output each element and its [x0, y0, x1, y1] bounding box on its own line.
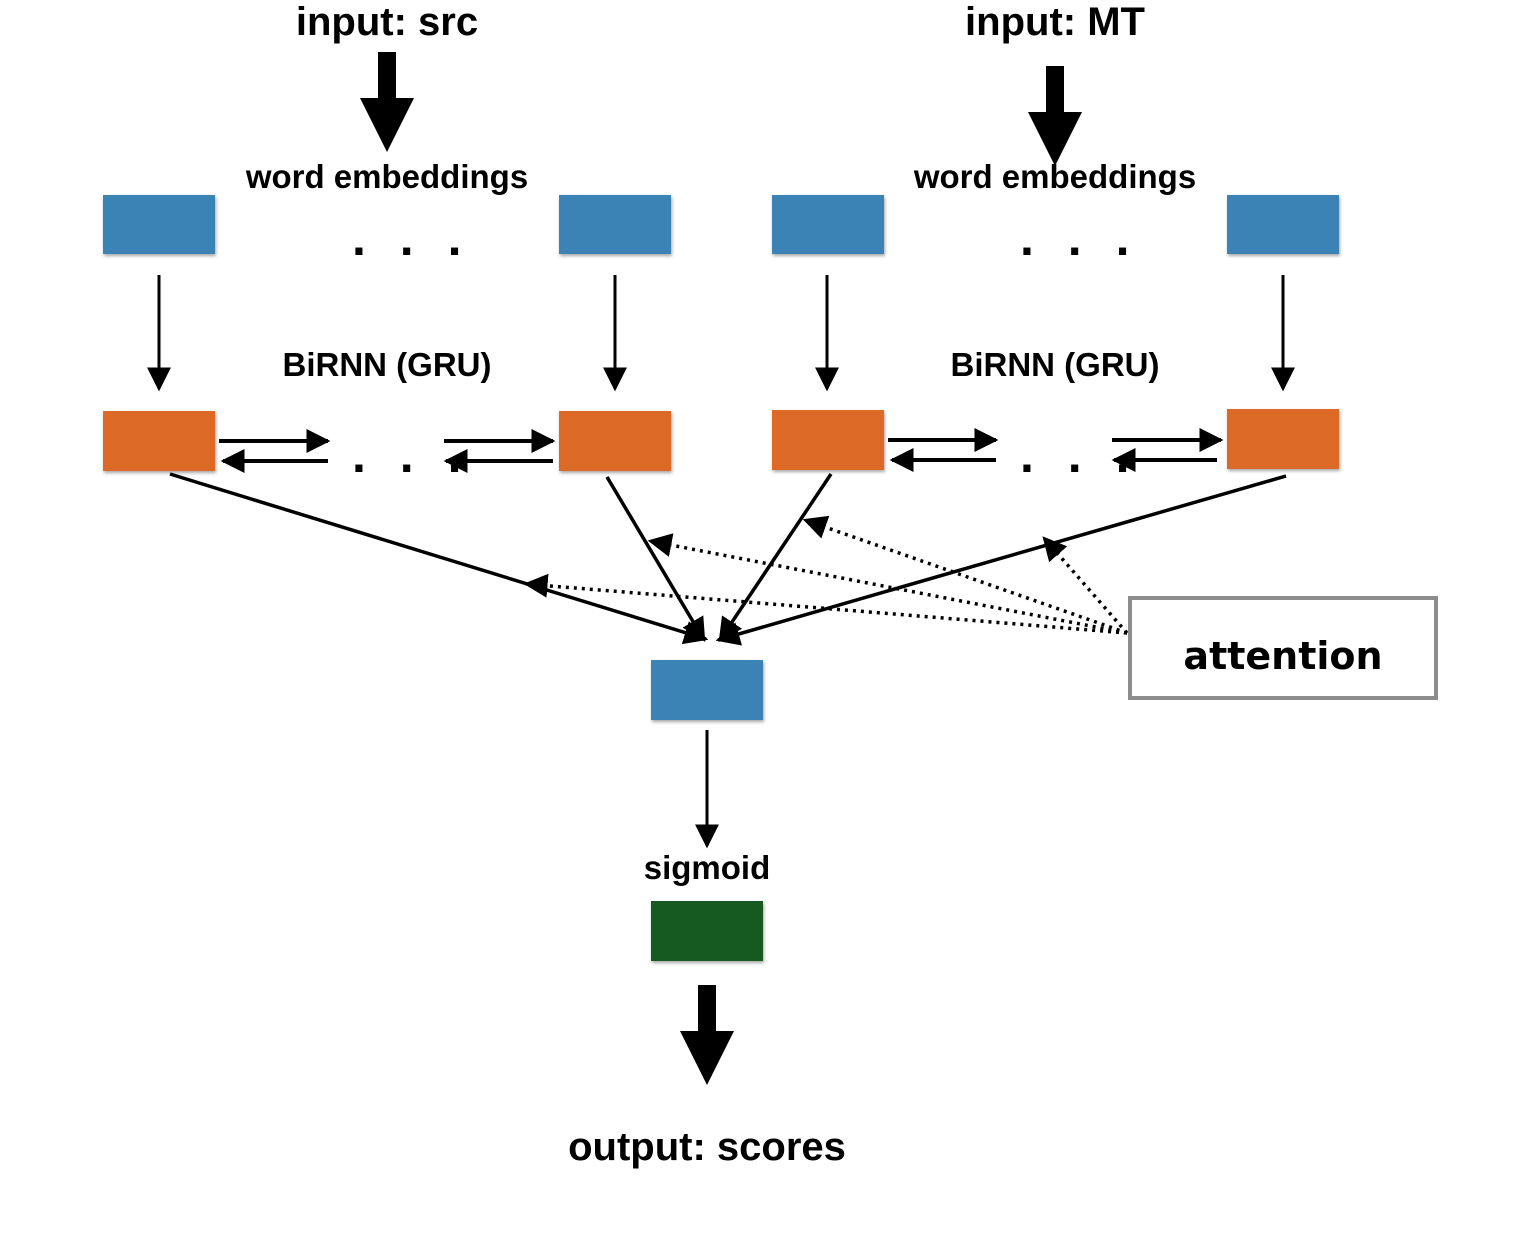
input-src-label: input: src — [296, 0, 478, 44]
src-birnn-last — [559, 411, 671, 471]
sigmoid-output-box — [651, 901, 763, 961]
birnn-src-label: BiRNN (GRU) — [283, 346, 492, 383]
src-embedding-last — [559, 195, 671, 254]
output-label: output: scores — [568, 1125, 846, 1169]
mt-embedding-last — [1227, 195, 1339, 254]
input-mt-label: input: MT — [965, 0, 1145, 44]
mt-birnn-ellipsis: . . . — [1020, 427, 1139, 483]
word-embeddings-src-label: word embeddings — [245, 158, 528, 195]
input-mt-arrow — [1028, 66, 1082, 166]
src-embedding-first — [103, 195, 215, 254]
word-embeddings-mt-label: word embeddings — [913, 158, 1196, 195]
output-arrow — [680, 985, 734, 1085]
arrow-src-rnn1-to-context — [169, 472, 709, 645]
birnn-mt-label: BiRNN (GRU) — [951, 346, 1160, 383]
src-birnn-ellipsis: . . . — [352, 427, 471, 483]
sigmoid-label: sigmoid — [644, 849, 771, 886]
arrow-mt-rnn2-to-context — [715, 474, 1287, 646]
input-src-arrow — [360, 52, 414, 152]
attention-arrow-2 — [647, 533, 1128, 635]
mt-embedding-first — [772, 195, 884, 254]
src-birnn-first — [103, 411, 215, 471]
attention-label: attention — [1183, 634, 1382, 678]
src-embedding-ellipsis: . . . — [352, 210, 471, 266]
attention-arrow-4 — [1042, 536, 1129, 635]
attention-arrow-3 — [802, 515, 1128, 635]
arrow-src-rnn2-to-context — [605, 476, 706, 643]
mt-birnn-first — [772, 410, 884, 470]
context-vector — [651, 660, 763, 720]
attention-box: attention — [1128, 596, 1438, 700]
mt-embedding-ellipsis: . . . — [1020, 210, 1139, 266]
arrow-mt-rnn1-to-context — [718, 473, 833, 642]
mt-birnn-last — [1227, 409, 1339, 469]
